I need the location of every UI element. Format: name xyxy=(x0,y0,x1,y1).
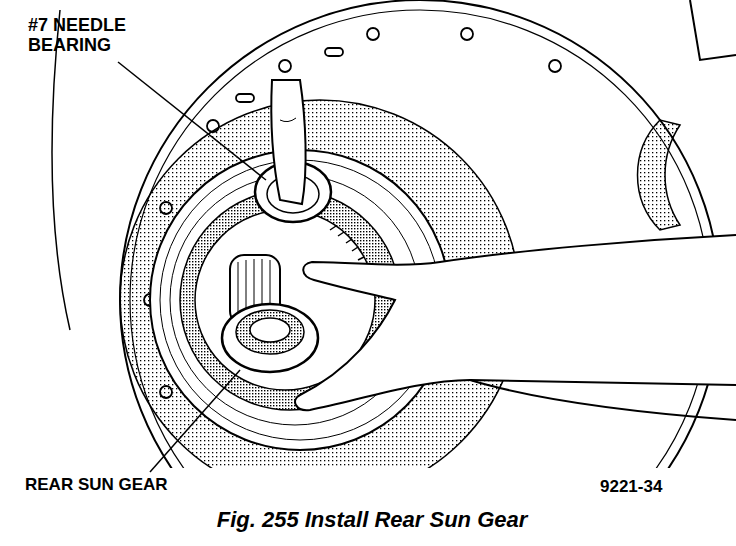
bracket xyxy=(690,0,736,60)
leader-line xyxy=(118,62,266,180)
bolt-hole xyxy=(367,28,379,40)
leader-line xyxy=(150,370,240,472)
finger xyxy=(271,80,305,204)
part-label: REAR SUN GEAR xyxy=(25,476,205,495)
figure-caption: Fig. 255 Install Rear Sun Gear xyxy=(4,508,736,532)
finger-crease xyxy=(280,118,296,122)
seal xyxy=(638,120,681,230)
hand xyxy=(295,235,736,410)
part-label: #7 NEEDLE BEARING xyxy=(28,16,150,56)
slot-hole xyxy=(325,48,343,56)
figure-number: 9221-34 xyxy=(600,478,710,497)
arm xyxy=(470,380,736,420)
case-edge xyxy=(52,10,70,330)
slot-hole xyxy=(236,94,254,102)
rear-sun-gear xyxy=(222,304,318,372)
bolt-hole xyxy=(461,28,473,40)
bolt-hole xyxy=(549,60,561,72)
sun-gear-bore xyxy=(250,318,290,342)
sun-gear-hub xyxy=(236,310,304,354)
bolt-hole xyxy=(279,60,291,72)
case-drawing xyxy=(52,0,736,468)
case-flange xyxy=(120,0,720,468)
